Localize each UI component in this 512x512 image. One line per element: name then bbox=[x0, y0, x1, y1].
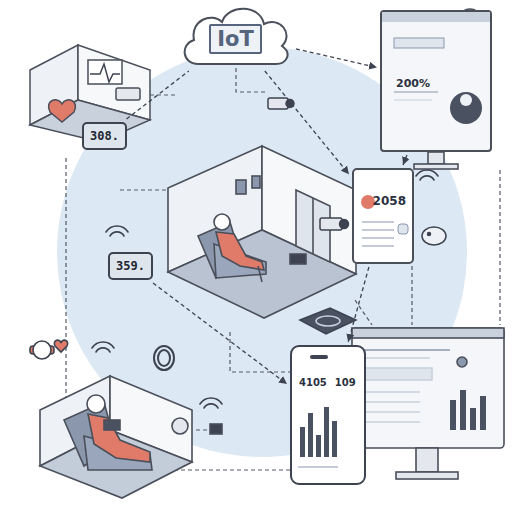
node-text: 109 bbox=[335, 377, 356, 388]
avatar-head bbox=[460, 94, 472, 106]
chart-bar bbox=[308, 413, 313, 457]
chart-bar bbox=[316, 435, 321, 457]
screen-line bbox=[394, 92, 438, 93]
node-text: 200% bbox=[396, 77, 430, 90]
screen-line bbox=[362, 222, 394, 223]
data-connector bbox=[153, 283, 287, 384]
data-connector bbox=[127, 71, 189, 119]
data-connector bbox=[348, 267, 369, 342]
camera-icon bbox=[320, 218, 349, 230]
smart-ring-icon bbox=[154, 346, 174, 370]
toggle bbox=[398, 224, 408, 234]
dashboard-monitor bbox=[352, 328, 504, 479]
phone-app: 4105 109 bbox=[290, 345, 366, 485]
cloud-node: IoT bbox=[178, 2, 293, 68]
smartwatch-icon bbox=[30, 340, 68, 359]
phone-notch bbox=[310, 355, 328, 359]
sensor-display: 308. bbox=[82, 122, 127, 150]
node-text: IoT bbox=[209, 24, 262, 54]
camera-icon bbox=[268, 98, 294, 109]
node-text: 2058 bbox=[373, 194, 406, 256]
tablet-outline bbox=[354, 170, 412, 262]
node-text: 4105 bbox=[299, 377, 327, 388]
node-text: 359. bbox=[116, 259, 145, 273]
assistant-icon bbox=[422, 227, 446, 245]
screen-field bbox=[394, 38, 444, 48]
bedroom-room bbox=[40, 376, 222, 498]
cloud-shape bbox=[185, 9, 288, 64]
screen-line bbox=[362, 246, 394, 247]
data-connector bbox=[265, 71, 349, 174]
node-text: 308. bbox=[90, 129, 119, 143]
screen-line bbox=[362, 238, 394, 239]
screen-line bbox=[298, 467, 338, 468]
data-connector bbox=[403, 155, 407, 165]
screen-line bbox=[394, 100, 432, 101]
chart-bar bbox=[332, 421, 337, 457]
chart-bar bbox=[300, 427, 305, 457]
living-room bbox=[168, 146, 356, 318]
tablet-panel: 2058 bbox=[352, 168, 414, 264]
avatar bbox=[450, 92, 482, 124]
screen-line bbox=[362, 230, 394, 231]
monitor-screen: 200% bbox=[380, 10, 492, 152]
sensor-display: 359. bbox=[108, 252, 153, 280]
sensor-mat bbox=[300, 308, 356, 334]
data-connector bbox=[296, 49, 377, 68]
screen-header bbox=[382, 12, 490, 22]
phone-outline bbox=[292, 347, 364, 483]
wifi-icon bbox=[92, 170, 450, 408]
chart-bar bbox=[324, 407, 329, 457]
